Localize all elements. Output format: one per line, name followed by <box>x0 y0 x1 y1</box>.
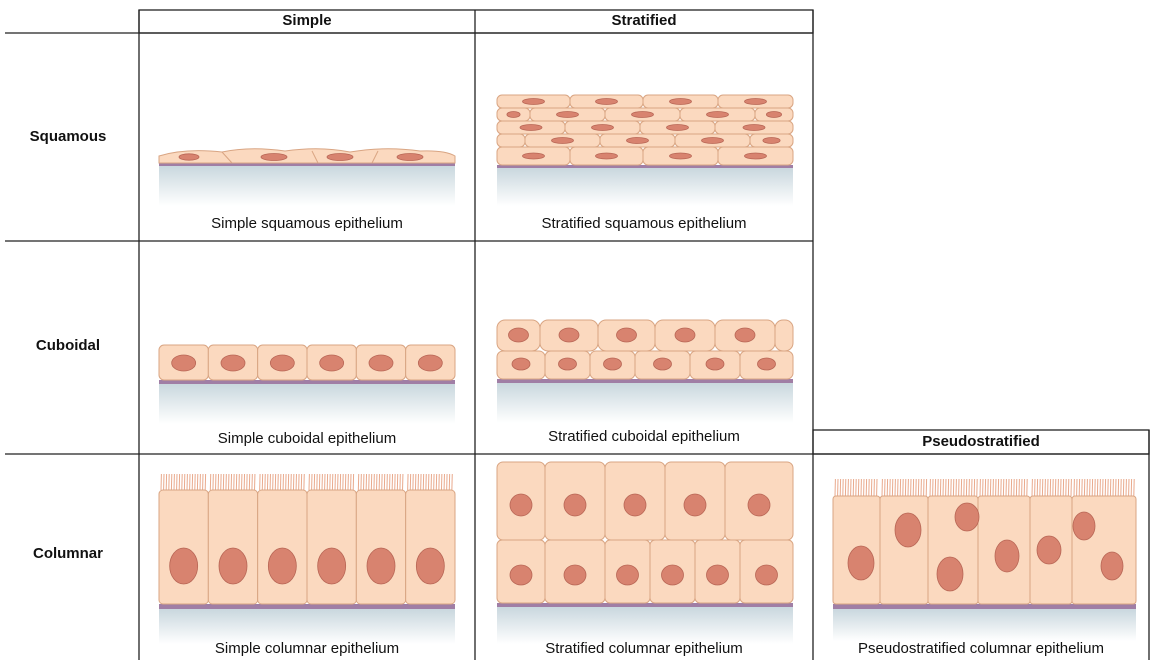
cell-nucleus <box>684 494 706 516</box>
cell-nucleus <box>756 565 778 585</box>
epithelial-cell <box>307 490 356 604</box>
cell-nucleus <box>745 153 767 159</box>
stratified-cuboidal-illustration <box>497 320 793 423</box>
cell-nucleus <box>510 494 532 516</box>
cell-nucleus <box>557 112 579 118</box>
cell-nucleus <box>507 112 520 118</box>
cell-nucleus <box>617 565 639 585</box>
cell-nucleus <box>418 355 442 371</box>
cell-nucleus <box>758 358 776 370</box>
epithelial-cell <box>406 490 455 604</box>
cell-nucleus <box>268 548 296 584</box>
pseudostratified-columnar-illustration <box>833 479 1136 641</box>
cell-nucleus <box>702 138 724 144</box>
epithelial-cell <box>159 490 208 604</box>
cell-nucleus <box>707 565 729 585</box>
cell-nucleus <box>367 548 395 584</box>
cell-nucleus <box>745 99 767 105</box>
caption-stratified-cuboidal: Stratified cuboidal epithelium <box>475 428 813 445</box>
cell-nucleus <box>512 358 530 370</box>
cell-nucleus <box>523 153 545 159</box>
cell-nucleus <box>592 125 614 131</box>
caption-simple-squamous: Simple squamous epithelium <box>139 215 475 232</box>
cell-nucleus <box>270 355 294 371</box>
caption-pseudostratified-columnar: Pseudostratified columnar epithelium <box>813 640 1149 657</box>
cell-nucleus <box>552 138 574 144</box>
cell-nucleus <box>369 355 393 371</box>
cell-nucleus <box>662 565 684 585</box>
caption-simple-cuboidal: Simple cuboidal epithelium <box>139 430 475 447</box>
cell-nucleus <box>675 328 695 342</box>
squamous-cell <box>497 134 525 147</box>
cell-nucleus <box>1101 552 1123 580</box>
cell-nucleus <box>1073 512 1095 540</box>
epithelial-cell <box>775 320 793 351</box>
simple-cuboidal-illustration <box>159 345 455 424</box>
row-label-squamous: Squamous <box>0 128 136 145</box>
epithelial-cell <box>208 490 257 604</box>
caption-stratified-columnar: Stratified columnar epithelium <box>475 640 813 657</box>
cell-nucleus <box>617 328 637 342</box>
cell-nucleus <box>596 99 618 105</box>
cell-nucleus <box>654 358 672 370</box>
cell-nucleus <box>706 358 724 370</box>
epithelial-cell <box>356 490 405 604</box>
cell-nucleus <box>604 358 622 370</box>
cell-nucleus <box>520 125 542 131</box>
cell-nucleus <box>559 328 579 342</box>
cell-nucleus <box>509 328 529 342</box>
cell-nucleus <box>416 548 444 584</box>
cell-nucleus <box>596 153 618 159</box>
cell-nucleus <box>624 494 646 516</box>
cell-nucleus <box>735 328 755 342</box>
row-label-cuboidal: Cuboidal <box>0 337 136 354</box>
stratified-columnar-illustration <box>497 462 793 644</box>
column-header-stratified: Stratified <box>475 11 813 33</box>
cell-nucleus <box>510 565 532 585</box>
cell-nucleus <box>318 548 346 584</box>
cell-nucleus <box>670 99 692 105</box>
caption-simple-columnar: Simple columnar epithelium <box>139 640 475 657</box>
cell-nucleus <box>763 138 780 144</box>
epithelial-cell <box>880 496 928 604</box>
cell-nucleus <box>523 99 545 105</box>
cell-nucleus <box>1037 536 1061 564</box>
cell-nucleus <box>955 503 979 531</box>
cell-nucleus <box>667 125 689 131</box>
cell-nucleus <box>995 540 1019 572</box>
cell-nucleus <box>320 355 344 371</box>
cell-nucleus <box>632 112 654 118</box>
cell-nucleus <box>937 557 963 591</box>
cell-nucleus <box>895 513 921 547</box>
simple-columnar-illustration <box>159 474 455 644</box>
cell-nucleus <box>221 355 245 371</box>
cell-nucleus <box>564 565 586 585</box>
cell-nucleus <box>627 138 649 144</box>
cell-nucleus <box>707 112 729 118</box>
cell-nucleus <box>848 546 874 580</box>
epithelial-cell <box>258 490 307 604</box>
column-header-pseudostratified: Pseudostratified <box>813 432 1149 454</box>
simple-squamous-illustration <box>159 149 455 206</box>
column-header-simple: Simple <box>139 11 475 33</box>
cell-nucleus <box>743 125 765 131</box>
cell-nucleus <box>170 548 198 584</box>
cell-nucleus <box>219 548 247 584</box>
cell-nucleus <box>748 494 770 516</box>
caption-stratified-squamous: Stratified squamous epithelium <box>475 215 813 232</box>
row-label-columnar: Columnar <box>0 545 136 562</box>
cell-nucleus <box>670 153 692 159</box>
stratified-squamous-illustration <box>497 95 793 206</box>
cell-nucleus <box>559 358 577 370</box>
cell-nucleus <box>766 112 781 118</box>
cell-nucleus <box>172 355 196 371</box>
cell-nucleus <box>564 494 586 516</box>
